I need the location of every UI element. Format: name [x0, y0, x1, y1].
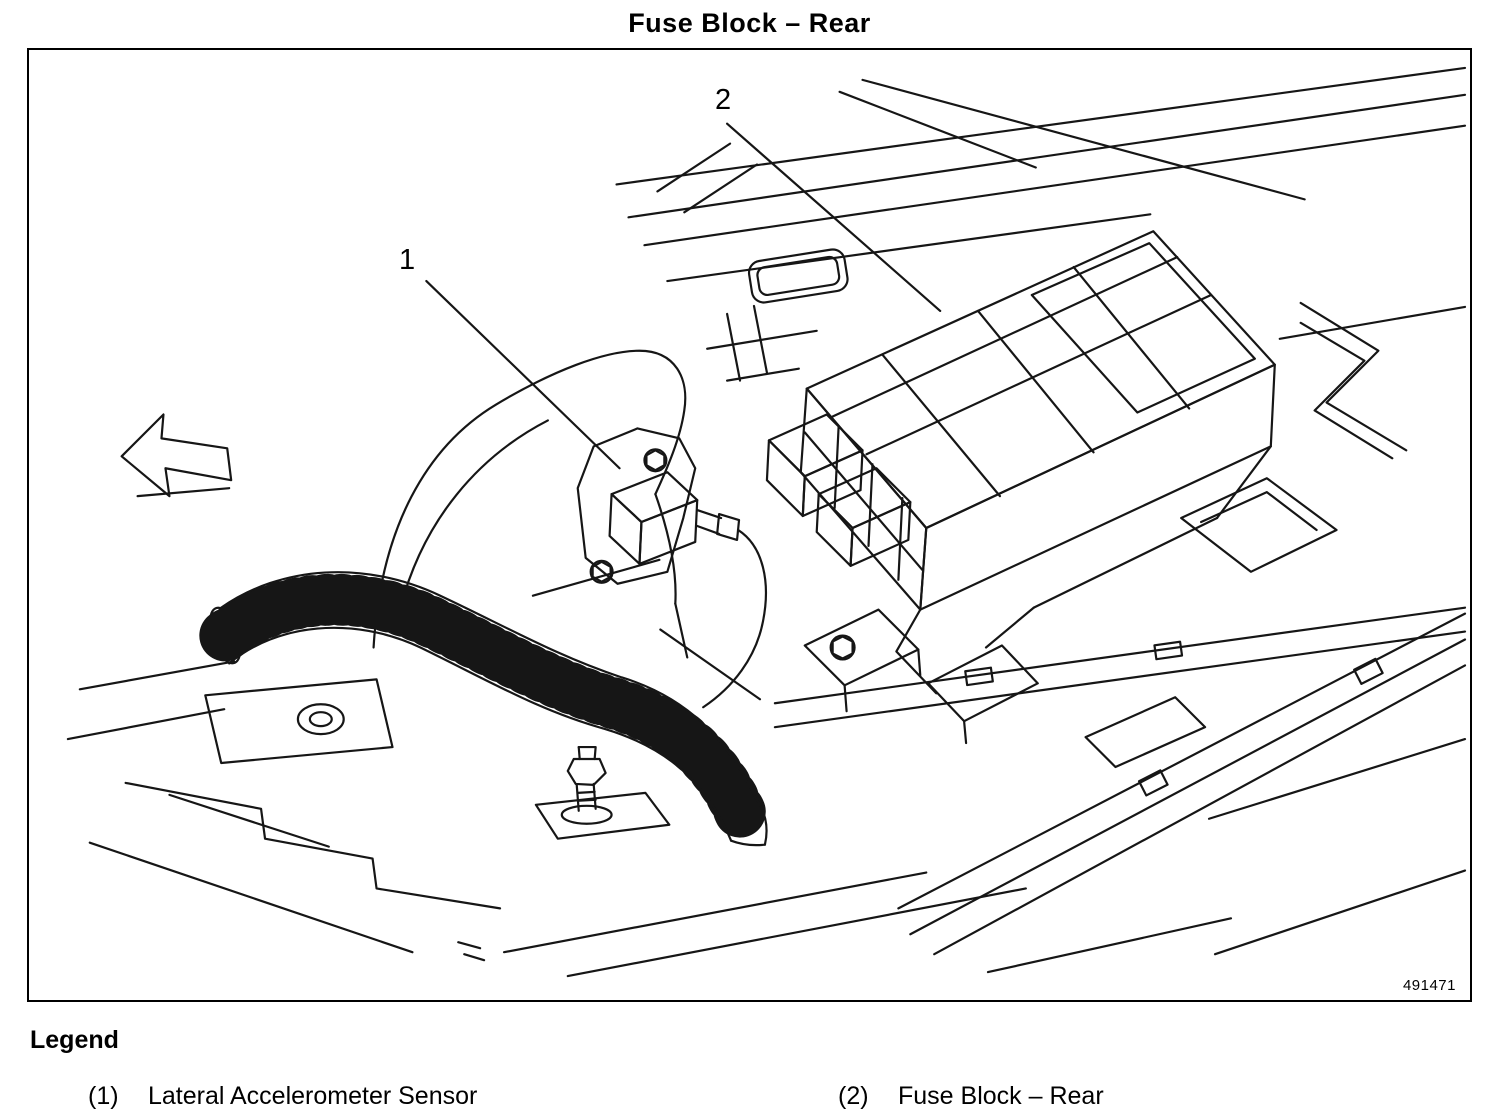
callout-1: 1 — [397, 244, 418, 276]
legend-item-2: (2) Fuse Block – Rear — [838, 1082, 1104, 1111]
cowl-structure-drawing — [615, 66, 1467, 382]
right-bracket-drawing — [1084, 301, 1408, 769]
direction-arrow-icon — [120, 413, 233, 498]
legend-heading: Legend — [30, 1026, 119, 1054]
harness-drawing — [199, 571, 769, 847]
sensor-drawing — [531, 427, 767, 709]
callout-2: 2 — [713, 84, 734, 116]
left-panel-drawing — [372, 349, 762, 701]
floor-stud-drawing — [534, 745, 671, 840]
legend-item-2-label: Fuse Block – Rear — [898, 1082, 1104, 1110]
leader-line-1 — [425, 279, 621, 470]
figure-number: 491471 — [1402, 977, 1456, 994]
figure-drawing — [66, 66, 1467, 978]
leader-line-2 — [725, 122, 942, 312]
figure-frame: 1 2 491471 — [27, 48, 1472, 1002]
legend-item-1-label: Lateral Accelerometer Sensor — [148, 1082, 478, 1110]
floor-pan-drawing — [66, 606, 1467, 978]
legend-item-2-number: (2) — [838, 1082, 869, 1110]
legend-item-1-number: (1) — [88, 1082, 119, 1110]
legend-item-1: (1) Lateral Accelerometer Sensor — [88, 1082, 477, 1111]
page-title: Fuse Block – Rear — [628, 8, 871, 38]
fuse-block-drawing — [765, 230, 1276, 745]
